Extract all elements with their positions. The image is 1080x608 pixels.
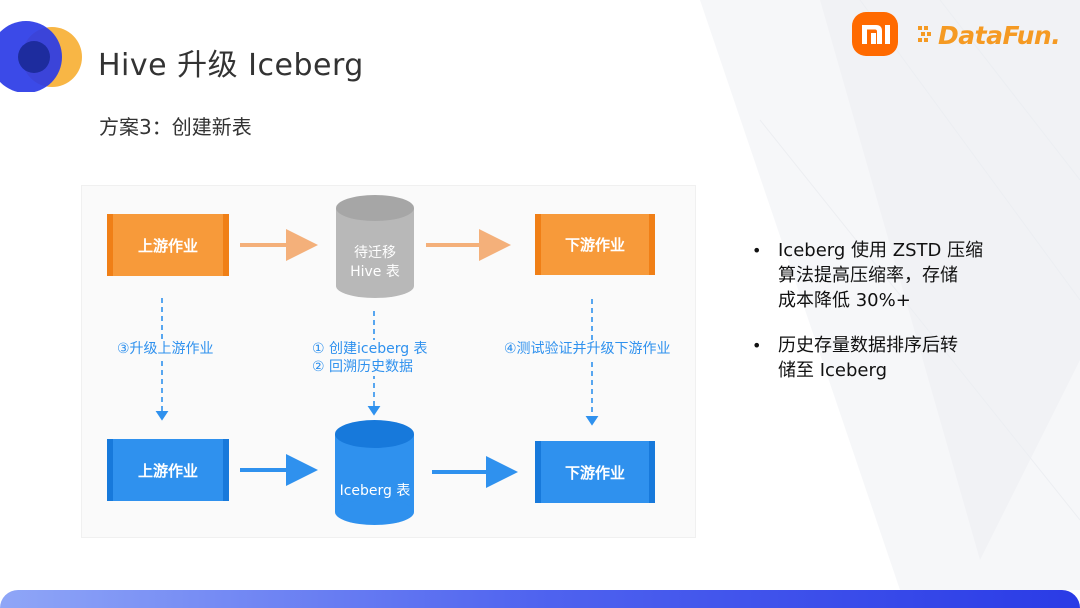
hive-table-label: 待迁移 Hive 表	[336, 244, 414, 282]
datafun-wordmark: DataFun.	[938, 20, 1061, 50]
bottom-gradient-bar	[0, 590, 1080, 608]
upstream-job-top: 上游作业	[107, 214, 229, 276]
downstream-job-top: 下游作业	[535, 214, 655, 275]
bullet-2-line1: 历史存量数据排序后转	[778, 335, 958, 356]
bullet-item-history: • 历史存量数据排序后转 储至 Iceberg	[752, 333, 1022, 383]
upstream-job-top-label: 上游作业	[137, 236, 198, 255]
step2-label: ② 回溯历史数据	[312, 358, 414, 376]
iceberg-table-cylinder	[335, 420, 414, 525]
bullet-item-compression: • Iceberg 使用 ZSTD 压缩 算法提高压缩率，存储 成本降低 30%…	[752, 238, 1022, 313]
diagram-arrows	[155, 195, 599, 525]
bullet-list: • Iceberg 使用 ZSTD 压缩 算法提高压缩率，存储 成本降低 30%…	[752, 238, 1022, 403]
hive-table-label-line2: Hive 表	[350, 264, 400, 280]
downstream-job-top-label: 下游作业	[564, 236, 625, 254]
brand-circles-logo	[0, 21, 82, 92]
downstream-job-bottom: 下游作业	[535, 441, 655, 503]
bullet-1-line2: 算法提高压缩率，存储	[778, 265, 958, 286]
slide-subtitle: 方案3：创建新表	[99, 115, 252, 139]
datafun-logo: DataFun.	[918, 14, 1063, 56]
bullet-2-line2: 储至 Iceberg	[778, 360, 888, 381]
datafun-dots-icon	[918, 26, 931, 42]
downstream-job-bottom-label: 下游作业	[564, 463, 625, 482]
step4-label: ④测试验证并升级下游作业	[504, 340, 671, 358]
bullet-dot-icon: •	[752, 241, 762, 260]
hive-table-label-line1: 待迁移	[354, 245, 396, 261]
upstream-job-bottom: 上游作业	[107, 439, 229, 501]
upstream-job-bottom-label: 上游作业	[137, 461, 198, 480]
mi-logo	[852, 12, 898, 56]
step1-label: ① 创建iceberg 表	[312, 340, 428, 358]
hive-table-cylinder	[336, 195, 414, 298]
migration-diagram: 上游作业 下游作业 上游作业 下游作业 待迁移 Hive 表 Iceberg 表…	[81, 185, 696, 538]
step3-label: ③升级上游作业	[117, 340, 214, 358]
iceberg-table-label: Iceberg 表	[339, 483, 411, 499]
slide-title: Hive 升级 Iceberg	[98, 48, 364, 83]
bullet-dot-icon: •	[752, 336, 762, 355]
bullet-1-line1: Iceberg 使用 ZSTD 压缩	[778, 240, 984, 261]
bullet-1-line3: 成本降低 30%+	[778, 290, 911, 311]
